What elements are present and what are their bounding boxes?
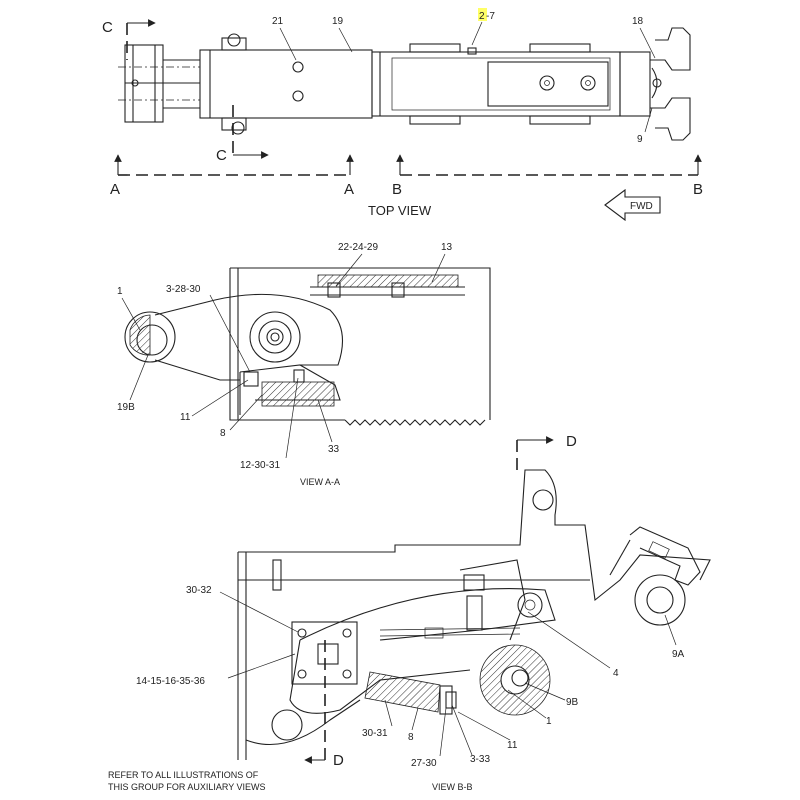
fwd-label: FWD <box>630 201 653 212</box>
callout-8: 8 <box>408 732 414 743</box>
callout-13: 13 <box>441 242 453 253</box>
highlight-marker <box>478 8 487 21</box>
top-view-title: TOP VIEW <box>368 203 432 218</box>
callout-4: 4 <box>613 668 619 679</box>
body-rear <box>199 49 373 119</box>
callout-30-32: 30-32 <box>186 585 212 596</box>
callout-33: 33 <box>328 444 340 455</box>
view-bb-caption: VIEW B-B <box>432 782 473 792</box>
section-a-right: A <box>344 181 354 198</box>
footnote-line1: REFER TO ALL ILLUSTRATIONS OF <box>108 770 259 780</box>
mounting-plate <box>291 621 358 685</box>
section-c-lower: C <box>216 147 227 164</box>
callout-9: 9 <box>637 134 643 145</box>
lug-outer <box>124 311 176 363</box>
callout-11: 11 <box>180 412 191 423</box>
callout-18: 18 <box>632 16 644 27</box>
pin-hole-lower <box>292 90 304 102</box>
callout-14-15-16-35-36: 14-15-16-35-36 <box>136 676 205 687</box>
section-a-left: A <box>110 181 120 198</box>
callout-22-24-29: 22-24-29 <box>338 242 378 253</box>
view-aa-caption: VIEW A-A <box>300 477 340 487</box>
callout-1: 1 <box>546 716 552 727</box>
callout-9a: 9A <box>672 649 685 660</box>
pin-hole-upper <box>292 61 304 73</box>
callout-7: -7 <box>486 11 495 22</box>
top-view: 21 19 2 -7 18 9 C C A A B B TOP VIEW FWD <box>102 8 703 222</box>
callout-9b: 9B <box>566 697 579 708</box>
callout-19b: 19B <box>117 402 135 413</box>
callout-3-28-30: 3-28-30 <box>166 284 201 295</box>
section-d-upper: D <box>566 433 577 450</box>
callout-11: 11 <box>507 740 518 751</box>
fwd-arrow-icon <box>604 188 661 222</box>
callout-12-30-31: 12-30-31 <box>240 460 280 471</box>
callout-21: 21 <box>272 16 284 27</box>
section-b-left: B <box>392 181 402 198</box>
callout-30-31: 30-31 <box>362 728 388 739</box>
callout-3-33: 3-33 <box>470 754 490 765</box>
view-bb: D D <box>136 433 711 792</box>
section-b-right: B <box>693 181 703 198</box>
callout-19: 19 <box>332 16 344 27</box>
callout-1: 1 <box>117 286 123 297</box>
callout-27-30: 27-30 <box>411 758 437 769</box>
section-c-upper: C <box>102 19 113 36</box>
section-d-lower: D <box>333 752 344 769</box>
footnote-line2: THIS GROUP FOR AUXILIARY VIEWS <box>108 782 266 792</box>
callout-2: 2 <box>479 11 485 22</box>
callout-8: 8 <box>220 428 226 439</box>
view-aa: 22-24-29 13 1 3-28-30 19B 11 8 33 12-30-… <box>117 242 491 487</box>
